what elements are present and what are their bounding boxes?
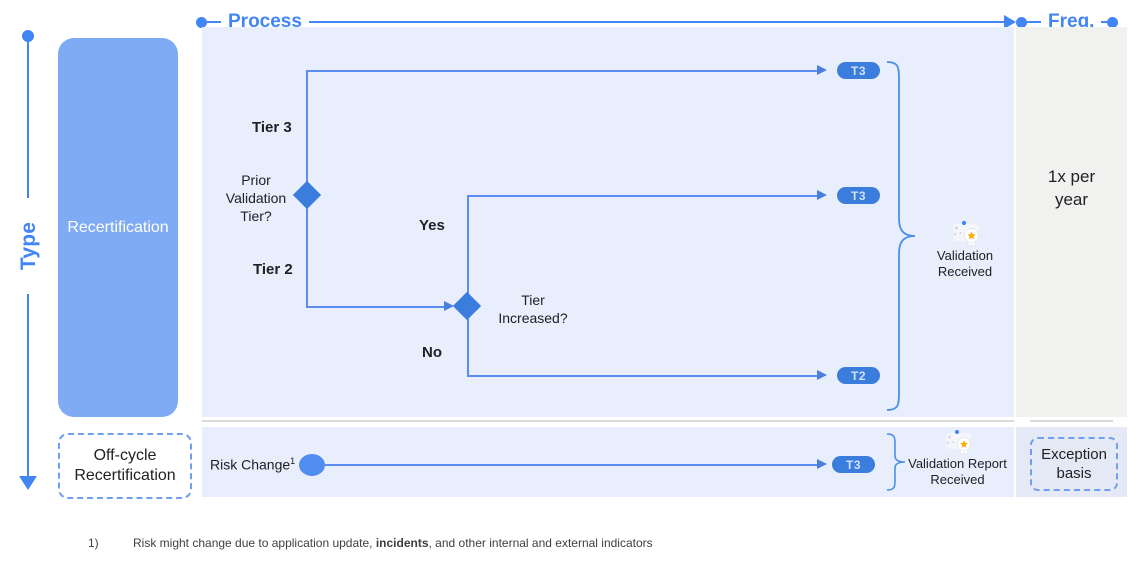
connector-no-vertical xyxy=(467,306,469,376)
outcome-offcycle-line1: Validation Report xyxy=(908,456,1007,471)
rail-segment-left xyxy=(207,21,221,23)
decision1-label: Prior Validation Tier? xyxy=(218,171,294,225)
tier-badge-top[interactable]: T3 xyxy=(837,62,880,79)
outcome-offcycle-line2: Received xyxy=(930,472,985,487)
recertification-label: Recertification xyxy=(67,218,169,236)
connector-no-arrow-icon xyxy=(817,370,827,380)
footnote-text: Risk might change due to application upd… xyxy=(133,536,653,550)
type-axis: Type xyxy=(11,30,47,490)
connector-tier3-vertical xyxy=(306,70,308,195)
outcome-main-line1: Validation xyxy=(936,248,994,263)
frequency-panel-divider xyxy=(1030,420,1113,422)
process-header-rail: Process xyxy=(196,11,1016,32)
branch-label-tier3: Tier 3 xyxy=(252,119,292,136)
validation-report-badge-icon xyxy=(945,430,971,456)
tier-badge-bottom[interactable]: T2 xyxy=(837,367,880,384)
type-axis-label: Type xyxy=(11,198,47,294)
branch-label-tier2: Tier 2 xyxy=(253,261,293,278)
footnote-marker: 1) xyxy=(88,536,99,550)
outcome-validation-report-received: Validation Report Received xyxy=(900,428,1015,488)
freq-rail-start-dot-icon xyxy=(1016,16,1027,28)
freq-main-line1: 1x per xyxy=(1047,167,1096,186)
process-main-panel xyxy=(202,27,1014,417)
risk-change-start-node[interactable] xyxy=(299,454,325,476)
freq-rail-segment-left xyxy=(1027,21,1041,23)
connector-yes-arrow-icon xyxy=(817,190,827,200)
connector-tier2-arrow-icon xyxy=(444,301,454,311)
decision1-line3: Tier? xyxy=(240,208,272,224)
footnote-text-after: , and other internal and external indica… xyxy=(428,536,653,550)
offcycle-label-line2: Recertification xyxy=(74,467,176,484)
decision1-line2: Validation xyxy=(225,190,287,206)
rail-start-dot-icon xyxy=(196,16,207,28)
recertification-box[interactable]: Recertification xyxy=(58,38,178,417)
decision2-line1: Tier xyxy=(521,292,545,308)
frequency-header-rail: Freq. xyxy=(1016,11,1144,32)
connector-yes-horizontal xyxy=(467,195,819,197)
validation-badge-icon xyxy=(953,220,979,248)
freq-rail-end-dot-icon xyxy=(1107,16,1119,28)
footnote-text-before: Risk might change due to application upd… xyxy=(133,536,376,550)
connector-offcycle-arrow-icon xyxy=(817,459,827,469)
branch-label-no: No xyxy=(422,344,442,361)
tier-badge-middle[interactable]: T3 xyxy=(837,187,880,204)
freq-offcycle-line2: basis xyxy=(1056,465,1092,482)
outcome-validation-received: Validation Received xyxy=(915,218,1015,280)
process-header-label: Process xyxy=(228,11,302,32)
freq-offcycle-line1: Exception xyxy=(1041,446,1107,463)
risk-change-superscript: 1 xyxy=(290,456,296,466)
decision2-label: Tier Increased? xyxy=(478,291,588,327)
outcome-main-line2: Received xyxy=(937,264,993,279)
freq-main-line2: year xyxy=(1054,190,1089,209)
connector-tier2-horizontal xyxy=(306,306,446,308)
process-offcycle-panel xyxy=(202,427,1014,497)
tier-badge-offcycle[interactable]: T3 xyxy=(832,456,875,473)
connector-no-horizontal xyxy=(467,375,819,377)
connector-tier3-arrow-icon xyxy=(817,65,827,75)
rail-segment-right xyxy=(308,21,1004,23)
brace-main xyxy=(886,61,916,411)
offcycle-label-line1: Off-cycle xyxy=(93,447,157,464)
process-panel-divider xyxy=(202,420,1014,422)
footnote: 1) Risk might change due to application … xyxy=(88,536,1088,550)
decision2-line2: Increased? xyxy=(498,310,568,326)
risk-change-label: Risk Change1 xyxy=(210,456,295,473)
connector-tier2-vertical xyxy=(306,195,308,307)
frequency-main-panel xyxy=(1016,27,1127,417)
rail-arrow-icon xyxy=(1004,15,1016,29)
connector-offcycle-horizontal xyxy=(322,464,819,466)
axis-arrow-icon xyxy=(19,476,37,490)
branch-label-yes: Yes xyxy=(419,217,445,234)
frequency-offcycle-box[interactable]: Exception basis xyxy=(1030,437,1118,491)
risk-change-text: Risk Change xyxy=(210,456,291,473)
offcycle-recertification-box[interactable]: Off-cycle Recertification xyxy=(58,433,192,499)
freq-rail-segment-right xyxy=(1101,21,1108,23)
frequency-main-text: 1x per year xyxy=(1016,165,1127,211)
footnote-text-bold: incidents xyxy=(375,536,429,550)
decision1-line1: Prior xyxy=(241,172,271,188)
frequency-header-label: Freq. xyxy=(1048,11,1095,32)
connector-tier3-horizontal xyxy=(306,70,819,72)
brace-offcycle xyxy=(886,433,906,491)
connector-yes-vertical xyxy=(467,195,469,307)
